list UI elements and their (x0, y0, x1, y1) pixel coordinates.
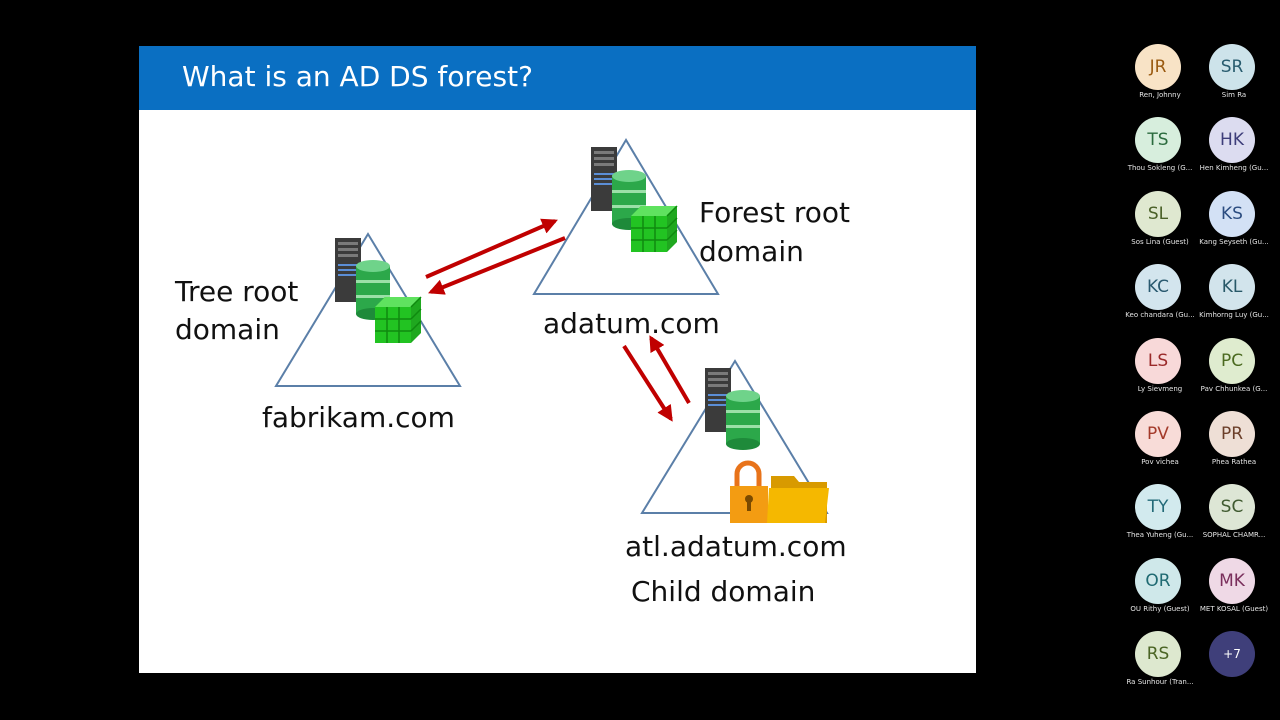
participant-name: Thou Sokleng (G... (1127, 164, 1193, 172)
avatar: SC (1209, 484, 1255, 530)
participant-name: Kang Seyseth (Gu... (1199, 238, 1269, 246)
participant-name: SOPHAL CHAMR... (1202, 531, 1266, 539)
participant-tile[interactable]: TY Thea Yuheng (Gu... (1122, 480, 1198, 550)
tree-root-label-line1: Tree root (175, 275, 299, 308)
participant-name: Pav Chhunkea (G... (1200, 385, 1268, 393)
participant-tile[interactable]: JR Ren, Johnny (1122, 40, 1198, 110)
participant-name: Ren, Johnny (1139, 91, 1181, 99)
participant-tile[interactable]: SR Sim Ra (1196, 40, 1272, 110)
avatar: JR (1135, 44, 1181, 90)
participant-name: Kimhorng Luy (Gu... (1199, 311, 1269, 319)
avatar: KC (1135, 264, 1181, 310)
adatum-domain-label: adatum.com (543, 307, 720, 340)
avatar: PR (1209, 411, 1255, 457)
forest-diagram (274, 138, 829, 523)
participant-tile[interactable]: SC SOPHAL CHAMR... (1196, 480, 1272, 550)
participant-name: Thea Yuheng (Gu... (1126, 531, 1194, 539)
participant-name: Hen Kimheng (Gu... (1199, 164, 1269, 172)
participant-tile[interactable]: MK MET KOSAL (Guest) (1196, 554, 1272, 624)
participant-name: OU Rithy (Guest) (1130, 605, 1190, 613)
participant-tile[interactable]: TS Thou Sokleng (G... (1122, 113, 1198, 183)
participant-name: Sim Ra (1221, 91, 1247, 99)
trust-arrow-to-atl (622, 344, 673, 422)
more-participants-button[interactable]: +7 (1196, 627, 1272, 697)
fabrikam-domain-label: fabrikam.com (262, 401, 455, 434)
child-domain-label: Child domain (631, 575, 816, 608)
avatar: HK (1209, 117, 1255, 163)
avatar: MK (1209, 558, 1255, 604)
avatar: RS (1135, 631, 1181, 677)
trust-arrow-to-adatum (425, 218, 558, 279)
participant-name: Ly Sievmeng (1137, 385, 1183, 393)
participant-name: Ra Sunhour (Tran... (1126, 678, 1194, 686)
participant-name: Keo chandara (Gu... (1125, 311, 1195, 319)
participant-tile[interactable]: RS Ra Sunhour (Tran... (1122, 627, 1198, 697)
tree-root-label-line2: domain (175, 313, 280, 346)
trust-arrow-to-fabrikam (428, 236, 566, 295)
avatar: TS (1135, 117, 1181, 163)
slide: What is an AD DS forest? (139, 46, 976, 673)
atl-domain-label: atl.adatum.com (625, 530, 847, 563)
lock-icon (730, 460, 768, 523)
participant-name: Phea Rathea (1211, 458, 1257, 466)
forest-root-label-line1: Forest root (699, 196, 850, 229)
slide-title: What is an AD DS forest? (182, 60, 533, 93)
fabrikam-cube-icon (374, 296, 422, 344)
avatar: LS (1135, 338, 1181, 384)
avatar: OR (1135, 558, 1181, 604)
trust-arrow-to-adatum-from-atl (649, 335, 691, 405)
avatar: KS (1209, 191, 1255, 237)
participant-tile[interactable]: KS Kang Seyseth (Gu... (1196, 187, 1272, 257)
participant-tile[interactable]: KL Kimhorng Luy (Gu... (1196, 260, 1272, 330)
participant-tile[interactable]: SL Sos Lina (Guest) (1122, 187, 1198, 257)
participant-tile[interactable]: HK Hen Kimheng (Gu... (1196, 113, 1272, 183)
avatar: PV (1135, 411, 1181, 457)
more-participants-count: +7 (1209, 631, 1255, 677)
avatar: KL (1209, 264, 1255, 310)
forest-root-label-line2: domain (699, 235, 804, 268)
participant-grid: JR Ren, Johnny SR Sim Ra TS Thou Sokleng… (1120, 40, 1280, 700)
folder-icon (767, 476, 829, 523)
adatum-cube-icon (630, 205, 678, 253)
participant-tile[interactable]: PR Phea Rathea (1196, 407, 1272, 477)
avatar: SL (1135, 191, 1181, 237)
avatar: SR (1209, 44, 1255, 90)
participant-tile[interactable]: KC Keo chandara (Gu... (1122, 260, 1198, 330)
participant-name: Pov vichea (1141, 458, 1179, 466)
participant-tile[interactable]: OR OU Rithy (Guest) (1122, 554, 1198, 624)
avatar: TY (1135, 484, 1181, 530)
participant-tile[interactable]: PV Pov vichea (1122, 407, 1198, 477)
atl-database-icon (726, 390, 760, 450)
participant-name: Sos Lina (Guest) (1131, 238, 1189, 246)
avatar: PC (1209, 338, 1255, 384)
slide-header: What is an AD DS forest? (139, 46, 976, 110)
participant-tile[interactable]: LS Ly Sievmeng (1122, 334, 1198, 404)
participant-name: MET KOSAL (Guest) (1199, 605, 1269, 613)
participant-tile[interactable]: PC Pav Chhunkea (G... (1196, 334, 1272, 404)
